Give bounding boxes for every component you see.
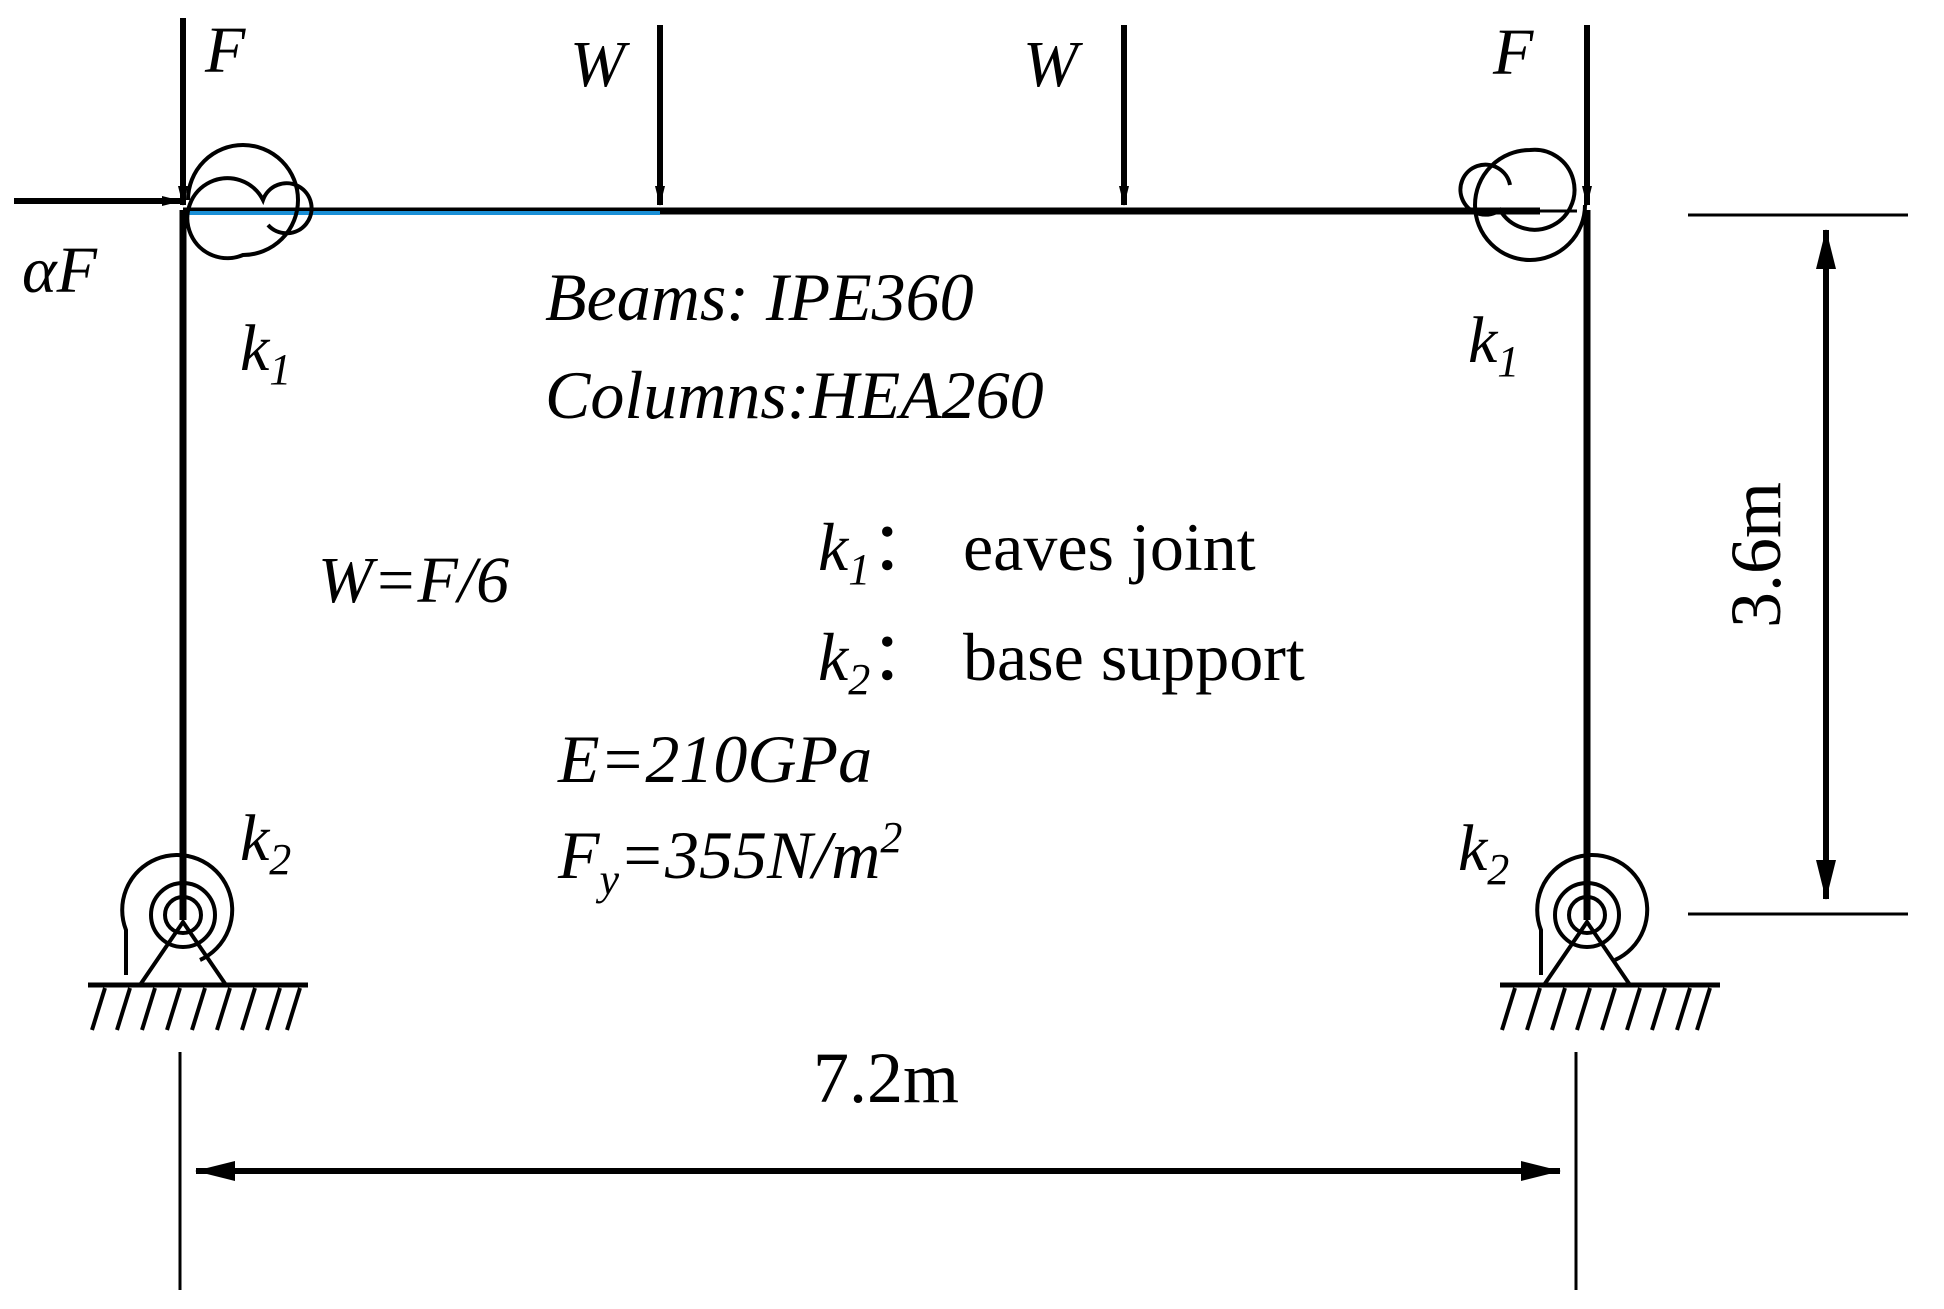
elastic-modulus: E=210GPa xyxy=(557,721,872,797)
height-label: 3.6m xyxy=(1716,482,1796,628)
yield-strength: Fy=355N/m2 xyxy=(557,813,902,904)
eaves-spring-left xyxy=(185,143,314,261)
label-alpha-f: αF xyxy=(22,234,98,307)
height-dimension xyxy=(1688,213,1908,916)
width-label: 7.2m xyxy=(813,1038,959,1118)
eaves-spring-right xyxy=(1458,147,1587,262)
label-k1-left: k1 xyxy=(240,312,291,394)
label-f-right: F xyxy=(1492,16,1534,89)
label-k2-right: k2 xyxy=(1458,812,1509,894)
load-relation: W=F/6 xyxy=(318,544,509,617)
beams-section: Beams: IPE360 xyxy=(545,259,974,335)
label-w1: W xyxy=(570,28,630,101)
label-w2: W xyxy=(1023,28,1083,101)
legend-k1-label: eaves joint xyxy=(963,509,1256,585)
base-support-left xyxy=(88,853,308,1031)
label-k2-left: k2 xyxy=(240,802,291,884)
width-dimension xyxy=(178,1052,1578,1290)
label-k1-right: k1 xyxy=(1468,304,1519,386)
legend-k2-label: base support xyxy=(963,619,1305,695)
legend-k1: k1： xyxy=(818,509,938,594)
base-support-right xyxy=(1500,853,1720,1031)
legend-k2: k2： xyxy=(818,619,938,704)
label-f-left: F xyxy=(204,14,246,87)
columns-section: Columns:HEA260 xyxy=(545,357,1044,433)
